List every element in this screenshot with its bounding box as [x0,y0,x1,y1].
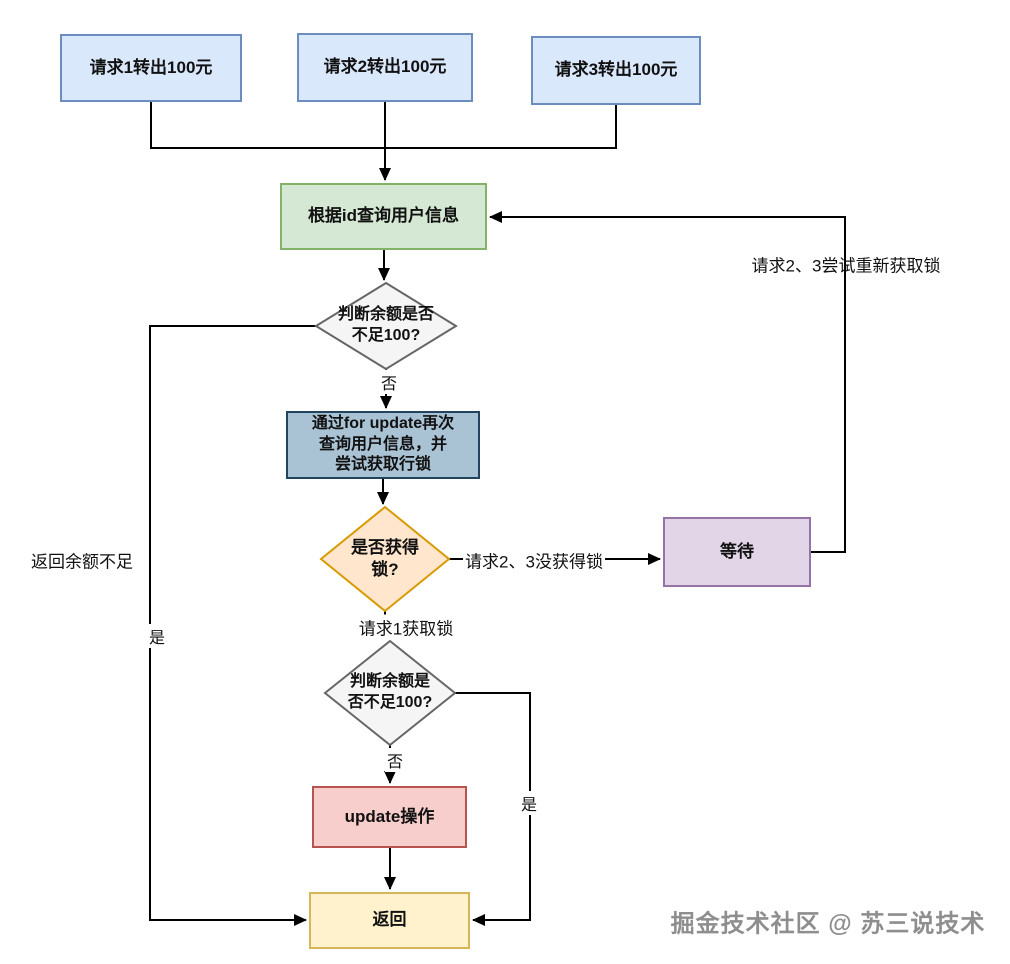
balance-check-1-line1: 判断余额是否 [337,306,435,324]
edge-label-req1-got-lock: 请求1获取锁 [356,614,456,640]
process-query-user-by-id-label: 根据id查询用户信息 [307,206,460,226]
edge-label-yes-left: 是 [146,624,168,648]
process-request-2-label: 请求2转出100元 [323,57,447,77]
process-update-operation: update操作 [312,786,467,848]
process-return: 返回 [309,892,470,949]
process-update-operation-label: update操作 [344,806,435,826]
lock-check-line1: 是否获得 [351,537,419,557]
edge-wait-retry-query [489,211,846,553]
edge-req1-merge [150,102,386,149]
decision-lock-acquired [319,505,451,613]
process-for-update-query: 通过for update再次 查询用户信息，并 尝试获取行锁 [286,411,480,479]
for-update-line2: 查询用户信息，并 [318,435,447,453]
balance-check-2-line2: 否不足100? [347,694,433,711]
lock-check-line2: 锁? [371,560,399,579]
decision-balance-check-1-label: 判断余额是否 不足100? [338,305,434,347]
edge-label-req23-retry: 请求2、3尝试重新获取锁 [751,256,941,276]
edge-label-yes-right: 是 [518,791,540,815]
process-request-2: 请求2转出100元 [297,33,473,102]
edge-check1-yes-return [149,325,316,926]
decision-balance-check-2-label: 判断余额是 否不足100? [348,672,432,714]
watermark: 掘金技术社区 @ 苏三说技术 [670,910,986,938]
balance-check-1-line2: 不足100? [351,327,421,344]
edge-label-req23-no-lock: 请求2、3没获得锁 [463,547,605,573]
process-request-3-label: 请求3转出100元 [554,60,678,80]
process-return-label: 返回 [372,910,407,930]
process-for-update-query-label: 通过for update再次 查询用户信息，并 尝试获取行锁 [312,414,454,476]
edge-label-no-1: 否 [378,370,400,394]
decision-balance-check-1 [314,281,458,371]
process-query-user-by-id: 根据id查询用户信息 [280,183,487,250]
edge-label-insufficient-balance: 返回余额不足 [31,552,133,572]
process-request-3: 请求3转出100元 [531,36,701,105]
process-request-1-label: 请求1转出100元 [89,57,213,77]
process-wait-label: 等待 [720,541,754,561]
balance-check-2-line1: 判断余额是 [349,673,431,691]
for-update-line1: 通过for update再次 [311,414,455,432]
edge-label-no-2: 否 [384,748,406,772]
decision-lock-acquired-label: 是否获得 锁? [351,537,419,581]
process-request-1: 请求1转出100元 [60,34,242,102]
process-wait: 等待 [663,517,811,587]
for-update-line3: 尝试获取行锁 [334,456,431,474]
decision-balance-check-2 [323,639,457,747]
edge-req3-merge [386,105,617,149]
